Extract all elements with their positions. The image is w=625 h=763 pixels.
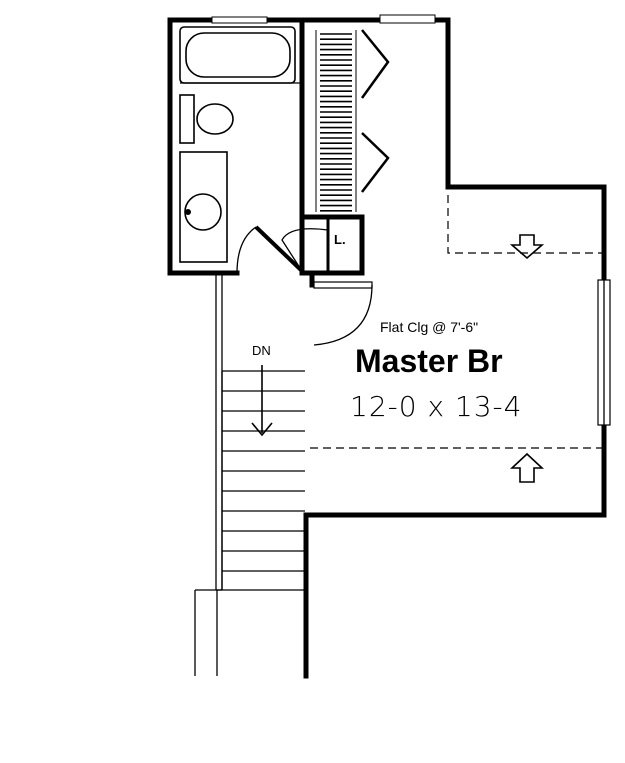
room-name: Master Br bbox=[355, 343, 503, 379]
closet-shelving bbox=[315, 30, 357, 212]
stair-arrow bbox=[251, 365, 273, 437]
bedroom-door bbox=[313, 281, 373, 346]
stair bbox=[194, 273, 305, 676]
down-arrow-icon bbox=[509, 234, 545, 260]
ceiling-lines bbox=[310, 195, 604, 483]
bifold-doors bbox=[360, 29, 390, 193]
bath-door bbox=[236, 225, 304, 274]
ceiling-note: Flat Clg @ 7'-6" bbox=[380, 319, 479, 335]
bathroom-fixtures bbox=[179, 26, 300, 263]
room-size: 12-0 x 13-4 bbox=[350, 390, 523, 423]
windows bbox=[211, 14, 611, 426]
stair-direction-label: DN bbox=[252, 343, 271, 358]
up-arrow-icon bbox=[509, 452, 545, 483]
linen-label: L. bbox=[334, 232, 346, 247]
linen-closet bbox=[281, 215, 330, 275]
